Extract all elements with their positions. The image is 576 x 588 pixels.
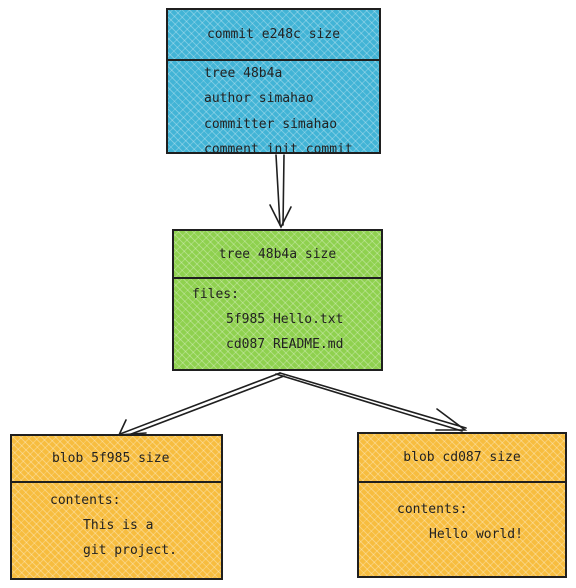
tree-entry-hello: 5f985 Hello.txt xyxy=(226,312,344,327)
blob2-box: blob cd087 size contents: Hello world! xyxy=(357,432,567,578)
commit-line-committer: committer simahao xyxy=(204,117,338,132)
blob1-box: blob 5f985 size contents: This is a git … xyxy=(10,434,223,580)
commit-body: tree 48b4a author simahao committer sima… xyxy=(168,61,379,157)
commit-line-comment: comment init commit xyxy=(204,142,353,157)
blob1-contents-label: contents: xyxy=(50,493,121,508)
arrow-tree-to-blob2 xyxy=(275,372,467,432)
blob2-body: contents: Hello world! xyxy=(359,483,565,576)
blob1-body: contents: This is a git project. xyxy=(12,485,221,578)
commit-box: commit e248c size tree 48b4a author sima… xyxy=(166,8,381,157)
blob2-content-line1: Hello world! xyxy=(429,527,523,542)
arrowhead-commit-to-tree xyxy=(269,204,292,229)
blob1-content-line2: git project. xyxy=(83,543,177,558)
tree-files-label: files: xyxy=(192,287,239,302)
tree-entry-readme: cd087 README.md xyxy=(226,337,344,352)
blob2-contents-label: contents: xyxy=(397,502,468,517)
blob1-header: blob 5f985 size xyxy=(12,436,221,483)
tree-box: tree 48b4a size files: 5f985 Hello.txt c… xyxy=(172,229,383,371)
arrowhead-tree-to-blob2 xyxy=(435,408,468,431)
tree-body: files: 5f985 Hello.txt cd087 README.md xyxy=(174,279,381,369)
commit-header: commit e248c size xyxy=(168,10,379,61)
tree-header: tree 48b4a size xyxy=(174,231,381,279)
commit-line-tree: tree 48b4a xyxy=(204,66,283,81)
arrow-tree-to-blob1 xyxy=(119,372,285,437)
blob1-content-line1: This is a xyxy=(83,518,154,533)
arrow-commit-to-tree xyxy=(275,154,285,226)
blob2-header: blob cd087 size xyxy=(359,434,565,483)
commit-line-author: author simahao xyxy=(204,91,314,106)
